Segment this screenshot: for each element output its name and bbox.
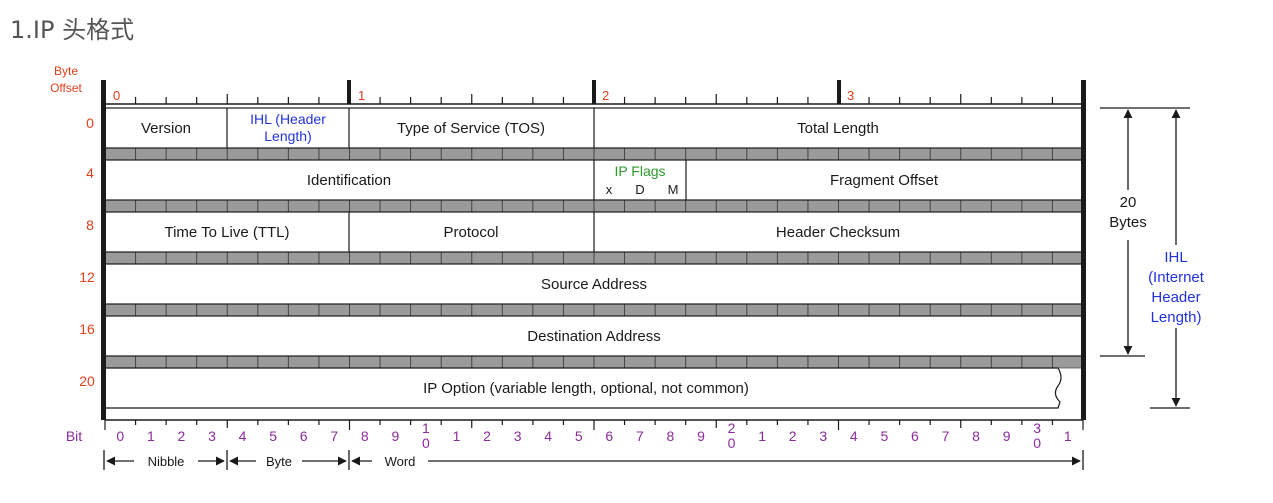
field-ihl-line1: IHL (Header [250, 111, 326, 127]
bit-number: 3 [208, 428, 216, 444]
bit-number-ones: 0 [1033, 435, 1041, 451]
row-offset-0: 0 [86, 115, 94, 131]
bit-number: 8 [361, 428, 369, 444]
field-ttl: Time To Live (TTL) [164, 224, 289, 241]
field-header-checksum: Header Checksum [776, 224, 900, 241]
word-byte-number-0: 0 [113, 88, 120, 103]
bit-number: 6 [605, 428, 613, 444]
bit-number: 9 [697, 428, 705, 444]
row-offset-20: 20 [79, 373, 95, 389]
bit-number: 4 [850, 428, 858, 444]
bit-number: 2 [483, 428, 491, 444]
word-byte-number-1: 1 [358, 88, 365, 103]
bit-number: 4 [239, 428, 247, 444]
flag-bit-d: D [635, 182, 644, 197]
byte-offset-label-line2: Offset [50, 81, 82, 95]
field-ip-flags: IP Flags [614, 163, 665, 179]
ihl-annotation-line2: (Internet [1148, 269, 1205, 286]
bit-number: 5 [880, 428, 888, 444]
field-dividers [226, 108, 687, 252]
bit-number: 2 [789, 428, 797, 444]
row-16-box [104, 315, 1084, 357]
word-divider-bar-1 [347, 80, 351, 104]
scale-label-nibble: Nibble [148, 454, 185, 469]
bytes-annotation-line1: 20 [1120, 194, 1137, 211]
word-byte-number-3: 3 [847, 88, 854, 103]
bit-number: 0 [116, 428, 124, 444]
row-offset-4: 4 [86, 165, 94, 181]
bytes-bracket [1100, 107, 1190, 409]
bit-number: 7 [330, 428, 338, 444]
field-ip-option: IP Option (variable length, optional, no… [423, 380, 749, 397]
page-heading: 1.IP 头格式 [10, 16, 135, 44]
scale-arrows [103, 450, 1084, 470]
row-offset-12: 12 [79, 269, 95, 285]
bit-number: 8 [972, 428, 980, 444]
field-destination-address: Destination Address [527, 328, 660, 345]
field-protocol: Protocol [443, 224, 498, 241]
bit-number: 5 [269, 428, 277, 444]
bit-number: 9 [1003, 428, 1011, 444]
bit-number: 1 [758, 428, 766, 444]
bit-number: 5 [575, 428, 583, 444]
right-border-bar [1081, 80, 1086, 420]
bit-number-tens: 3 [1033, 420, 1041, 436]
bit-number: 2 [178, 428, 186, 444]
scale-label-byte: Byte [266, 454, 292, 469]
bit-number: 3 [819, 428, 827, 444]
bytes-annotation-line2: Bytes [1109, 214, 1147, 231]
bit-number: 3 [514, 428, 522, 444]
flag-bit-x: x [606, 182, 613, 197]
bit-number-tens: 2 [728, 420, 736, 436]
bit-label: Bit [66, 428, 82, 444]
field-fragment-offset: Fragment Offset [830, 172, 939, 189]
bit-number-ones: 0 [422, 435, 430, 451]
scale-label-word: Word [385, 454, 416, 469]
bottom-ruler-ticks [104, 420, 1084, 430]
field-identification: Identification [307, 172, 391, 189]
row-offset-8: 8 [86, 217, 94, 233]
flag-bit-m: M [668, 182, 679, 197]
word-divider-bar-3 [837, 80, 841, 104]
ihl-annotation-line1: IHL [1164, 249, 1187, 266]
bit-number: 4 [544, 428, 552, 444]
word-divider-bar-2 [592, 80, 596, 104]
bit-number: 9 [391, 428, 399, 444]
byte-offset-label-line1: Byte [54, 64, 78, 78]
ihl-annotation-line3: Header [1151, 289, 1200, 306]
bit-number: 7 [942, 428, 950, 444]
bit-number-ones: 0 [728, 435, 736, 451]
row-20-box-option [104, 367, 1062, 409]
bit-number: 6 [911, 428, 919, 444]
field-total-length: Total Length [797, 120, 879, 137]
bit-number: 1 [147, 428, 155, 444]
word-byte-number-2: 2 [602, 88, 609, 103]
left-border-bar [101, 80, 106, 420]
bit-number: 8 [667, 428, 675, 444]
field-version: Version [141, 120, 191, 137]
field-ihl-line2: Length) [264, 128, 311, 144]
field-tos: Type of Service (TOS) [397, 120, 545, 137]
bit-number: 7 [636, 428, 644, 444]
bit-number: 6 [300, 428, 308, 444]
ihl-annotation-line4: Length) [1151, 309, 1202, 326]
row-offset-16: 16 [79, 321, 95, 337]
bit-number: 1 [1064, 428, 1072, 444]
field-source-address: Source Address [541, 276, 647, 293]
bit-number-tens: 1 [422, 420, 430, 436]
bit-number: 1 [453, 428, 461, 444]
